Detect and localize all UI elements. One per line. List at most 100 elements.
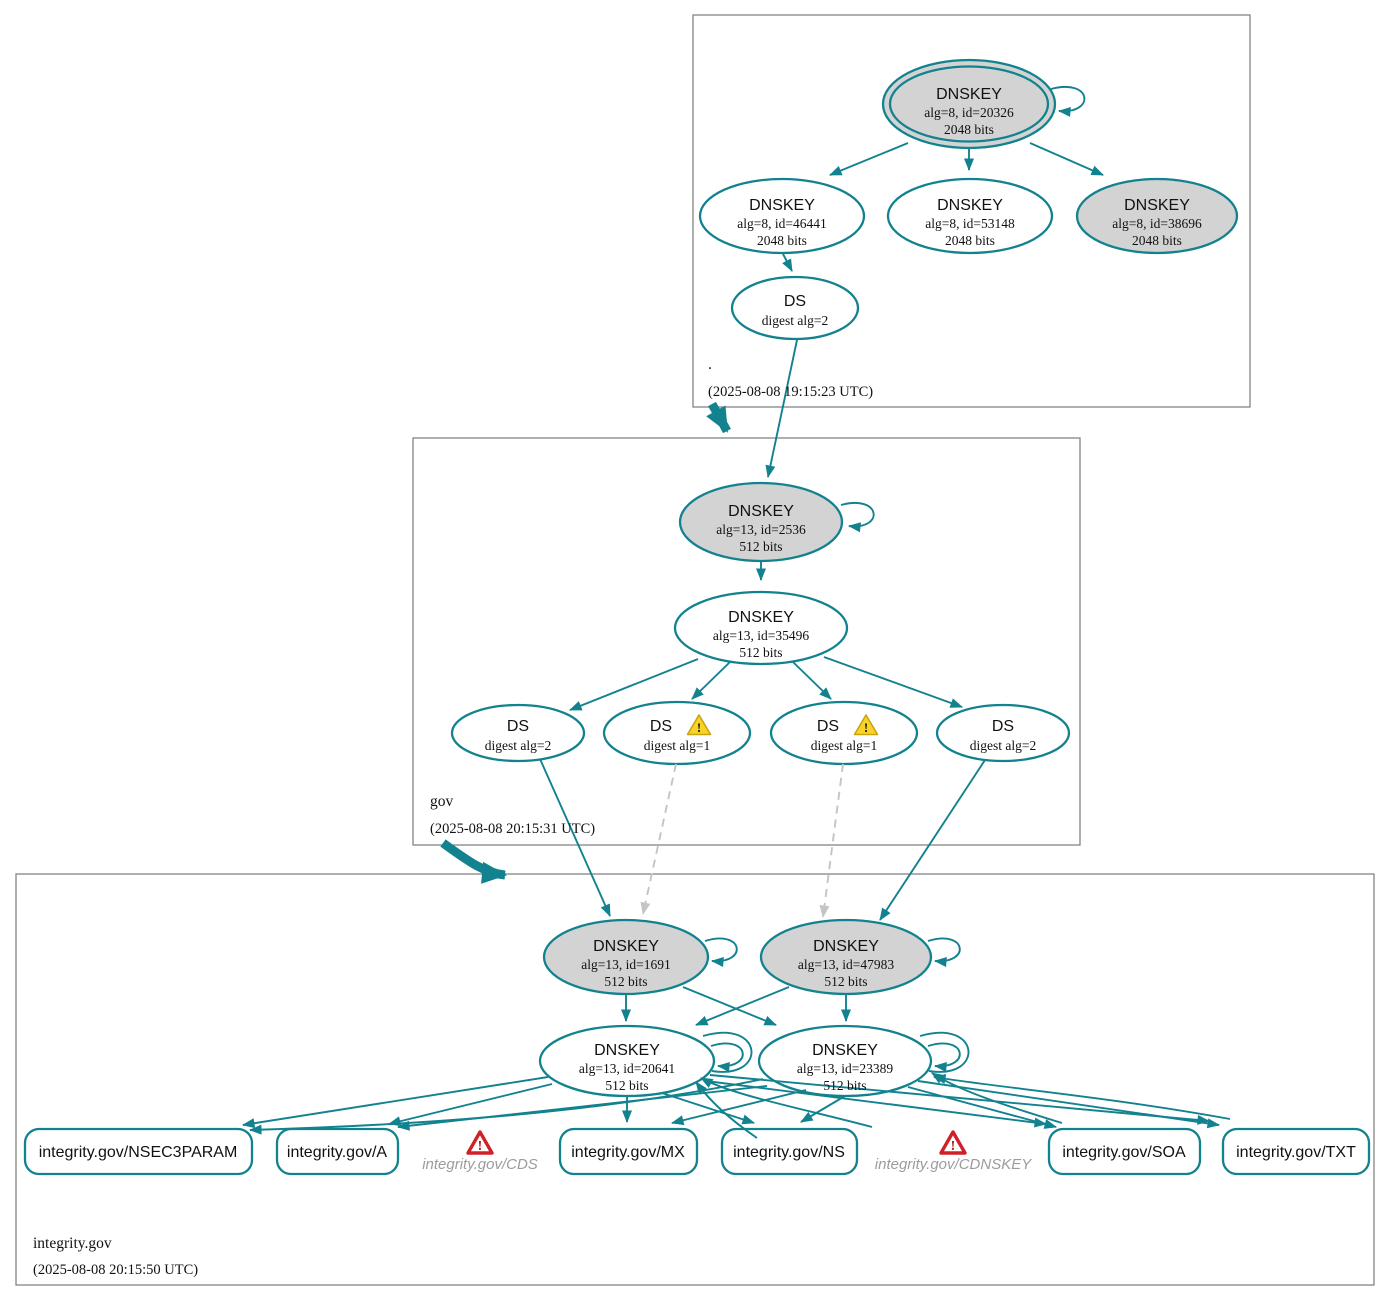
error-label-cds: integrity.gov/CDS: [422, 1156, 538, 1173]
gov-ds2-node[interactable]: [602, 700, 752, 766]
rrset-soa-label: integrity.gov/SOA: [1062, 1144, 1186, 1161]
edge-intzsk2-selfloop-inner: [927, 1042, 961, 1072]
int-ksk2-detail: alg=13, id=47983: [798, 957, 894, 972]
edge-zsk1-to-a: [388, 1083, 553, 1127]
edge-intzsk2-selfloop-outer: [919, 1031, 970, 1073]
zone-label-integrity-gov: integrity.gov: [33, 1235, 112, 1252]
edge-govzsk-to-ds3: [792, 661, 832, 700]
root-zsk1-bits: 2048 bits: [757, 233, 807, 248]
edge-intksk2-selfloop: [927, 937, 961, 967]
edge-zsk2-to-soa: [907, 1086, 1057, 1129]
zone-label-gov: gov: [430, 793, 454, 810]
rrset-a[interactable]: [275, 1127, 400, 1176]
edge-ds2-to-intksk1-dashed: [640, 763, 677, 915]
gov-ds1-detail: digest alg=2: [485, 738, 551, 753]
rrset-soa[interactable]: [1047, 1127, 1202, 1176]
root-zsk2-title: DNSKEY: [937, 197, 1003, 214]
int-ksk2-bits: 512 bits: [824, 974, 867, 989]
int-zsk2-detail: alg=13, id=23389: [797, 1061, 893, 1076]
edge-rootds-to-govksk: [765, 339, 798, 478]
edge-rootksk-selfloop: [1050, 86, 1086, 117]
root-zsk2-bits: 2048 bits: [945, 233, 995, 248]
edge-rootksk-to-key3: [1029, 142, 1104, 176]
zone-timestamp-integrity-gov: (2025-08-08 20:15:50 UTC): [33, 1262, 198, 1278]
gov-ds4-node[interactable]: [935, 703, 1071, 763]
int-zsk1-title: DNSKEY: [594, 1042, 660, 1059]
rrset-ns[interactable]: [720, 1127, 859, 1176]
error-icon-cdnskey[interactable]: !: [939, 1130, 967, 1155]
edge-ksk1-to-zsk2: [682, 986, 777, 1026]
gov-ksk-detail: alg=13, id=2536: [716, 522, 806, 537]
error-label-cdnskey: integrity.gov/CDNSKEY: [875, 1156, 1032, 1173]
edge-zsk1-to-soa: [705, 1080, 1047, 1128]
edge-govksk-selfloop: [840, 502, 875, 533]
rrset-ns-label: integrity.gov/NS: [733, 1144, 845, 1161]
warning-icon[interactable]: !: [686, 714, 712, 736]
root-ds-title: DS: [784, 293, 806, 310]
int-zsk1-bits: 512 bits: [605, 1078, 648, 1093]
edges-integrity-zone: [242, 937, 1231, 1139]
root-zsk2-detail: alg=8, id=53148: [925, 216, 1015, 231]
svg-text:!: !: [951, 1139, 956, 1154]
root-ksk-dnskey-node[interactable]: [881, 58, 1057, 150]
warning-icon[interactable]: !: [853, 714, 879, 736]
gov-zsk-title: DNSKEY: [728, 609, 794, 626]
delegation-arrow-root-to-gov: [706, 401, 731, 434]
int-ksk1-bits: 512 bits: [604, 974, 647, 989]
edge-ds4-to-intksk2: [879, 759, 986, 921]
edge-ds1-to-intksk1: [539, 758, 611, 917]
gov-zsk-dnskey-node[interactable]: [673, 590, 849, 666]
root-zsk1-dnskey-node[interactable]: [698, 177, 866, 255]
root-key3-bits: 2048 bits: [1132, 233, 1182, 248]
edge-ksk2-to-zsk1: [695, 986, 790, 1026]
gov-ds1-node[interactable]: [450, 703, 586, 763]
svg-text:!: !: [478, 1139, 483, 1154]
int-zsk2-title: DNSKEY: [812, 1042, 878, 1059]
rrset-mx-label: integrity.gov/MX: [571, 1144, 685, 1161]
edge-zsk1-to-nsec3param: [242, 1076, 549, 1129]
root-ksk-title: DNSKEY: [936, 86, 1002, 103]
root-ds-detail: digest alg=2: [762, 313, 828, 328]
int-ksk2-title: DNSKEY: [813, 938, 879, 955]
edge-zsk1-to-txt: [709, 1074, 1210, 1125]
zone-timestamp-root: (2025-08-08 19:15:23 UTC): [708, 384, 873, 400]
gov-ds3-title: DS: [817, 718, 839, 735]
svg-text:!: !: [864, 720, 868, 735]
rrset-txt[interactable]: [1221, 1127, 1371, 1176]
gov-zsk-detail: alg=13, id=35496: [713, 628, 809, 643]
root-ds-node[interactable]: [730, 275, 860, 341]
gov-ksk-bits: 512 bits: [739, 539, 782, 554]
gov-zsk-bits: 512 bits: [739, 645, 782, 660]
rrset-txt-label: integrity.gov/TXT: [1236, 1144, 1356, 1161]
error-icon-cds[interactable]: !: [466, 1130, 494, 1155]
root-zsk2-dnskey-node[interactable]: [886, 177, 1054, 255]
rrset-mx[interactable]: [558, 1127, 699, 1176]
int-ksk1-detail: alg=13, id=1691: [581, 957, 670, 972]
gov-ds2-title: DS: [650, 718, 672, 735]
gov-ds1-title: DS: [507, 718, 529, 735]
edge-intzsk1-selfloop-inner: [710, 1042, 744, 1072]
edge-zsk2-to-ns: [800, 1095, 846, 1123]
rrset-a-label: integrity.gov/A: [287, 1144, 388, 1161]
gov-ds3-node[interactable]: [769, 700, 919, 766]
root-zsk1-title: DNSKEY: [749, 197, 815, 214]
edge-ds3-to-intksk2-dashed: [819, 763, 844, 918]
root-key3-detail: alg=8, id=38696: [1112, 216, 1202, 231]
root-ksk-detail: alg=8, id=20326: [924, 105, 1014, 120]
int-ksk1-title: DNSKEY: [593, 938, 659, 955]
root-key3-dnskey-node[interactable]: [1075, 177, 1239, 255]
edge-zsk2-to-mx: [671, 1089, 807, 1126]
rrset-nsec3param[interactable]: [23, 1127, 254, 1176]
delegation-arrow-gov-to-integrity: [440, 839, 507, 884]
svg-text:!: !: [697, 720, 701, 735]
edge-govzsk-to-ds1: [569, 658, 699, 711]
edge-rootksk-to-zsk1: [829, 142, 909, 176]
edge-zsk2-to-txt: [917, 1080, 1220, 1129]
edges-root-zone: [706, 86, 1104, 478]
gov-ksk-dnskey-node[interactable]: [678, 481, 844, 563]
edges-gov-zone: [440, 502, 986, 921]
gov-ksk-title: DNSKEY: [728, 503, 794, 520]
edge-into-zsk1-a: [700, 1077, 873, 1128]
zone-timestamp-gov: (2025-08-08 20:15:31 UTC): [430, 821, 595, 837]
